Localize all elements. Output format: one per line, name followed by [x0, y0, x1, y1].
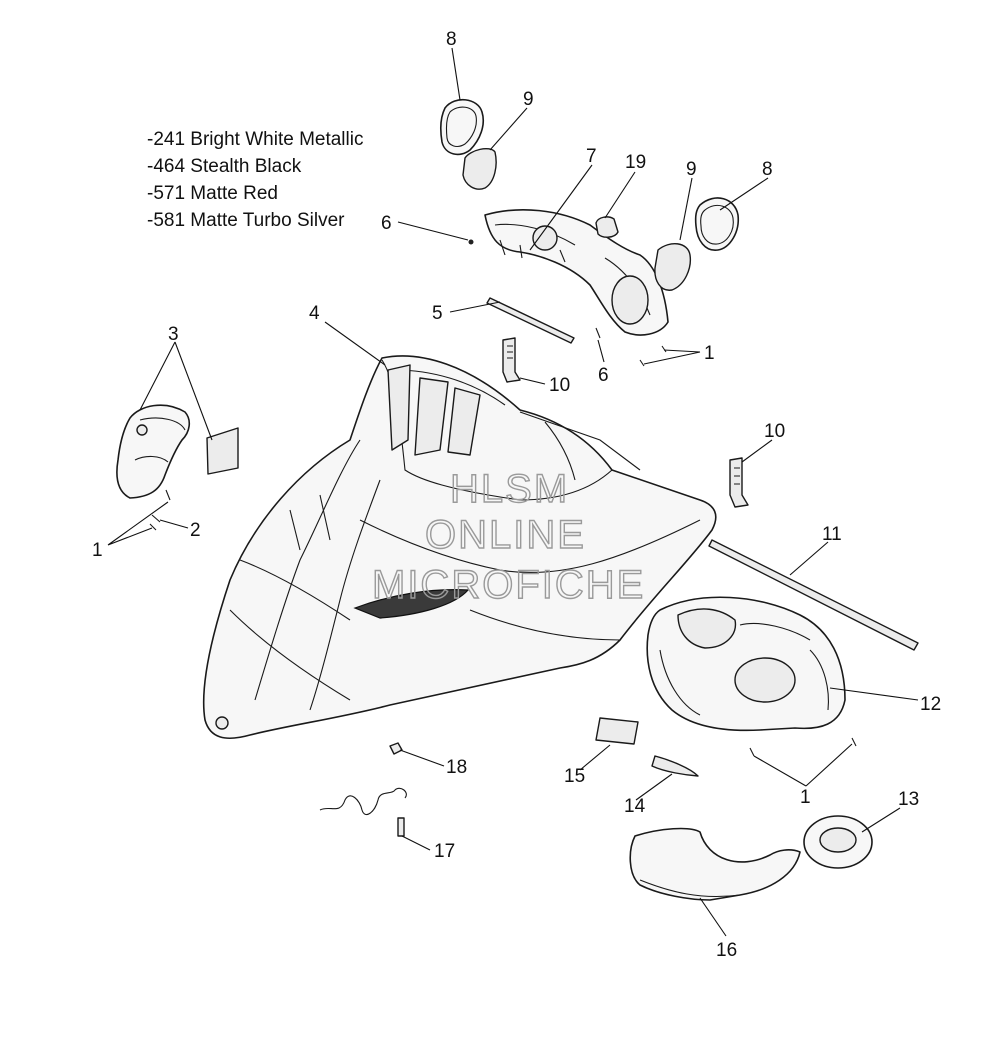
callout-1-left: 1: [92, 540, 103, 561]
callout-9-left: 9: [523, 89, 534, 110]
gauge-opening: [532, 225, 558, 251]
callout-13: 13: [898, 789, 919, 810]
clip-part-10-top: [502, 337, 521, 383]
callout-7: 7: [586, 146, 597, 167]
rivet-part-1-top: [639, 345, 667, 367]
decal-part-3: [206, 427, 239, 475]
legend-line-1: -241 Bright White Metallic: [147, 129, 363, 150]
console-pod: [611, 275, 649, 325]
rivet-part-1-left: [149, 489, 171, 531]
callout-9-right: 9: [686, 159, 697, 180]
callout-17: 17: [434, 841, 455, 862]
hood-part-4: [202, 355, 717, 739]
callout-8-left: 8: [446, 29, 457, 50]
leader-lines: [107, 47, 919, 937]
callout-11: 11: [822, 524, 842, 545]
lens-part-9-right: [654, 243, 692, 291]
watermark-line-1: HLSM: [450, 467, 569, 511]
callout-1-bottom: 1: [800, 787, 811, 808]
callout-19: 19: [625, 152, 646, 173]
trim-rod-part-5: [486, 297, 575, 344]
callout-10-top: 10: [549, 375, 570, 396]
screw-part-6-right: [595, 327, 601, 339]
legend-line-2: -464 Stealth Black: [147, 156, 302, 177]
vent-grille: [353, 589, 470, 619]
wiring-harness: [319, 787, 407, 815]
callout-8-right: 8: [762, 159, 773, 180]
gasket-part-8-right: [694, 197, 740, 251]
filler-neck: [734, 657, 796, 703]
gasket-part-8-left: [439, 99, 485, 156]
hood-bolt-hole: [215, 716, 229, 730]
callout-16: 16: [716, 940, 737, 961]
decal-part-15: [595, 717, 639, 745]
screw-part-6-left: [468, 239, 474, 245]
grommet-part-13: [803, 815, 873, 869]
callout-6-left: 6: [381, 213, 392, 234]
color-legend: -241 Bright White Metallic -464 Stealth …: [147, 129, 363, 231]
plug-part-19: [595, 216, 619, 238]
watermark-line-2: ONLINE: [425, 513, 586, 557]
callout-12: 12: [920, 694, 941, 715]
watermark: HLSM ONLINE MICROFICHE: [371, 466, 645, 607]
housing-part-12: [646, 596, 846, 732]
decal-part-14: [651, 755, 699, 777]
callout-6-right: 6: [598, 365, 609, 386]
nut-part-18: [389, 742, 403, 755]
pod-bolt: [136, 424, 148, 436]
rivet-part-1-bottom: [749, 737, 857, 757]
legend-line-3: -571 Matte Red: [147, 183, 278, 204]
foam-pad-part-16: [629, 827, 801, 901]
callout-18: 18: [446, 757, 467, 778]
callout-15: 15: [564, 766, 585, 787]
callout-2: 2: [190, 520, 201, 541]
side-pod-part-3: [116, 404, 239, 499]
callout-14: 14: [624, 796, 646, 817]
callout-numbers: 8 9 7 19 9 8 6 5 4 3 10 6 1 10 2 1 11 12…: [92, 29, 941, 961]
callout-4: 4: [309, 303, 320, 324]
callout-10-right: 10: [764, 421, 785, 442]
screw-part-2: [151, 514, 161, 523]
console-part-7: [484, 209, 669, 336]
callout-3: 3: [168, 324, 179, 345]
legend-line-4: -581 Matte Turbo Silver: [147, 210, 345, 231]
bolt-part-17: [397, 817, 405, 837]
trim-rod-part-11: [708, 539, 919, 651]
callout-1-top: 1: [704, 343, 715, 364]
lens-part-9-left: [462, 148, 497, 190]
clip-part-10-right: [729, 457, 749, 508]
callout-5: 5: [432, 303, 443, 324]
watermark-line-3: MICROFICHE: [372, 563, 645, 607]
